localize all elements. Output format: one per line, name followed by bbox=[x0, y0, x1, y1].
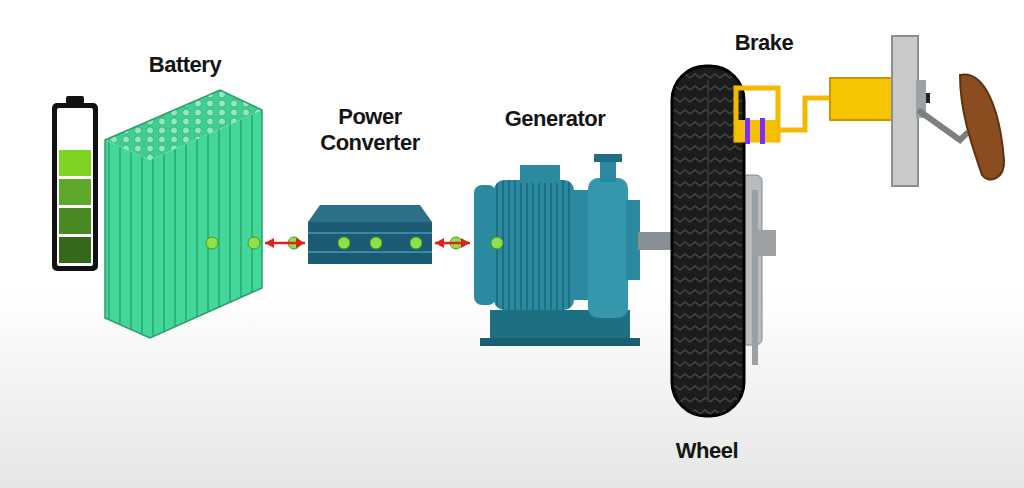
component-label: Generator bbox=[470, 106, 640, 132]
battery-level-icon bbox=[52, 96, 98, 271]
component-box: Brake bbox=[728, 30, 800, 64]
component-box: Battery bbox=[105, 52, 265, 340]
terminal-dots bbox=[206, 237, 503, 249]
brake-assembly bbox=[736, 36, 1004, 186]
battery-pack bbox=[105, 90, 262, 338]
power-converter bbox=[308, 205, 432, 264]
wheel bbox=[672, 66, 744, 416]
component-box: Power Converter bbox=[305, 104, 435, 266]
generator bbox=[474, 154, 640, 346]
power-flow-arrow bbox=[265, 238, 305, 248]
component-label: Battery bbox=[105, 52, 265, 78]
power-flow-arrow bbox=[435, 238, 470, 248]
component-box: Generator bbox=[470, 106, 640, 346]
component-label: Brake bbox=[728, 30, 800, 56]
component-label: Power Converter bbox=[317, 104, 423, 156]
component-box: Wheel bbox=[662, 60, 752, 464]
component-label: Wheel bbox=[662, 438, 752, 464]
